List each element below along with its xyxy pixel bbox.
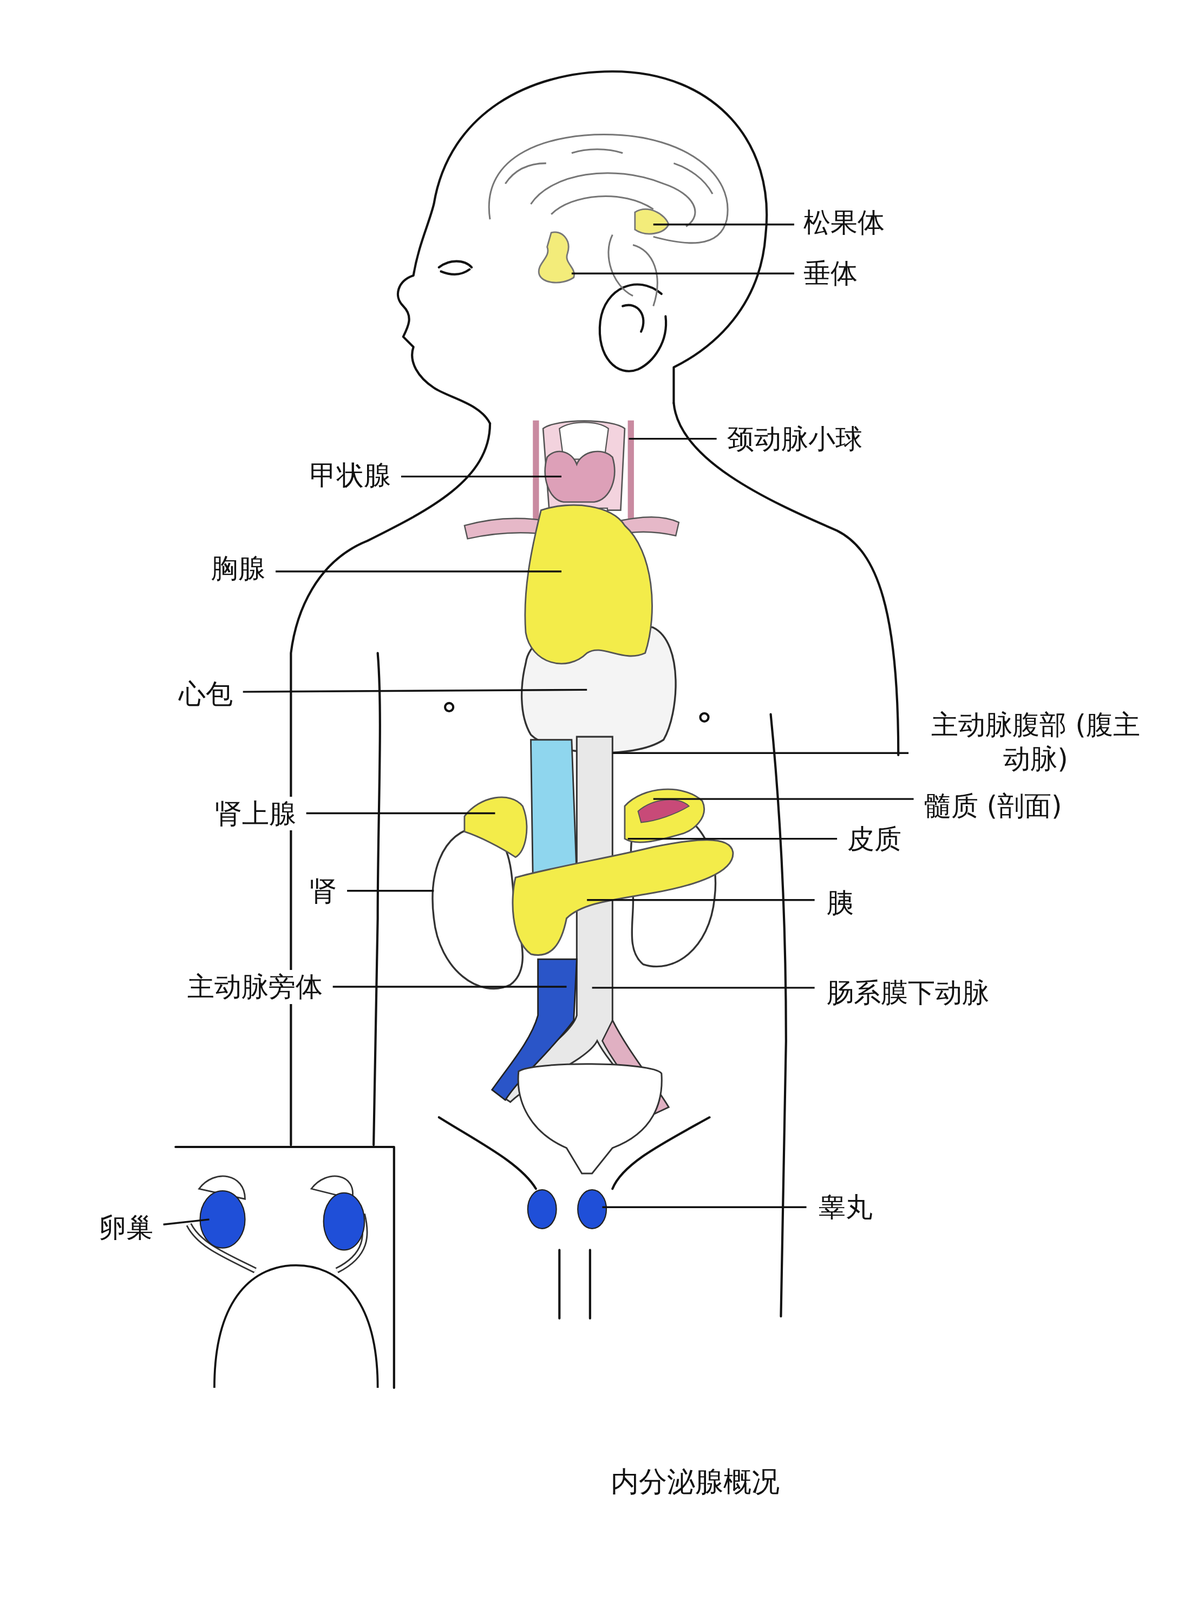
part-label: 心包: [176, 677, 235, 712]
part-label: 甲状腺: [307, 458, 394, 493]
part-label: 主动脉旁体: [185, 970, 325, 1005]
part-label: 颈动脉小球: [724, 422, 865, 457]
part-label: 胸腺: [208, 551, 268, 586]
part-label: 垂体: [801, 256, 860, 291]
part-label: 肾上腺: [212, 796, 299, 832]
part-label: 皮质: [845, 822, 904, 857]
part-label: 睾丸: [816, 1190, 875, 1225]
part-label: 卵巢: [96, 1211, 156, 1246]
part-label: 胰: [824, 886, 856, 921]
part-label: 肠系膜下动脉: [824, 976, 992, 1011]
part-label: 髓质 (剖面): [922, 789, 1065, 824]
part-label: 松果体: [801, 205, 887, 240]
part-label: 肾: [307, 874, 339, 909]
caption: 内分泌腺概况: [608, 1464, 782, 1500]
part-label: 主动脉腹部 (腹主动脉): [923, 708, 1148, 776]
